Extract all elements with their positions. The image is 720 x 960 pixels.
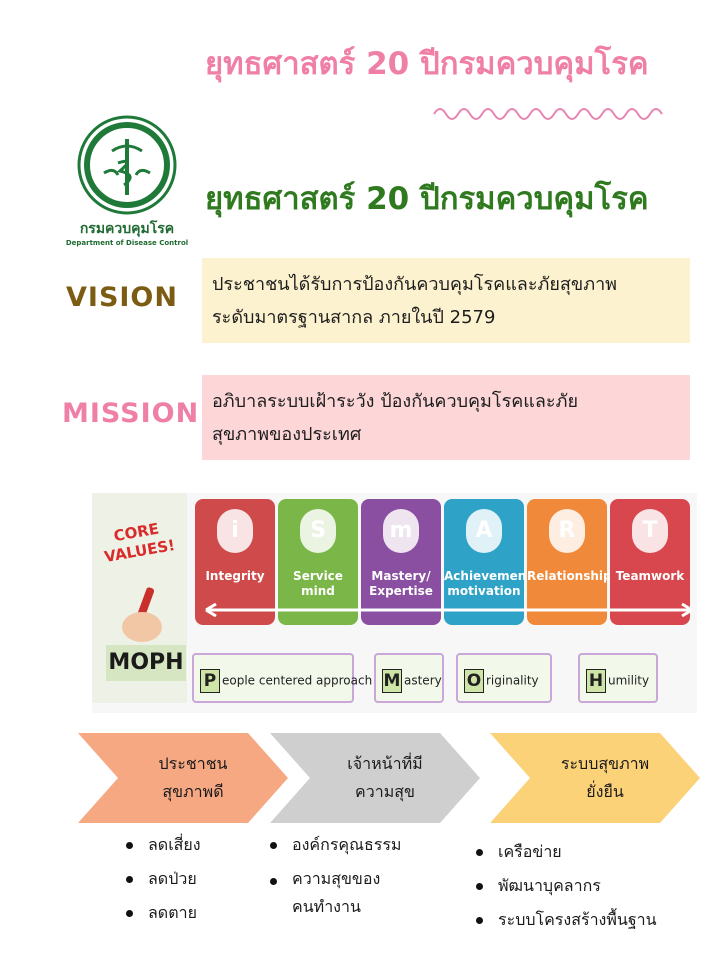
core-values-graphic: CORE VALUES! MOPH i Integrity S Service … <box>92 493 697 713</box>
page-title-main: ยุทธศาสตร์ 20 ปีกรมควบคุมโรค <box>205 181 649 217</box>
goal-label: เจ้าหน้าที่มี ความสุข <box>320 750 450 806</box>
goal-list: องค์กรคุณธรรม ความสุขของ คนทำงาน <box>268 828 438 921</box>
goal-chevron: ระบบสุขภาพ ยั่งยืน <box>490 733 702 823</box>
goal-line: ประชาชน <box>158 754 228 773</box>
goal-label: ประชาชน สุขภาพดี <box>128 750 258 806</box>
goal-list: เครือข่าย พัฒนาบุคลากร ระบบโครงสร้างพื้น… <box>474 835 704 937</box>
ddc-logo: กรมควบคุมโรค Department of Disease Contr… <box>62 115 192 255</box>
core-value-tile: i Integrity <box>195 499 275 625</box>
core-value-text: riginality <box>486 673 539 688</box>
core-value-label: Teamwork <box>615 569 685 583</box>
goal-line: สุขภาพดี <box>162 782 224 801</box>
goal-label: ระบบสุขภาพ ยั่งยืน <box>540 750 670 806</box>
core-value-tile: S Service mind <box>278 499 358 625</box>
core-value-label: Mastery/ Expertise <box>369 569 433 598</box>
list-item: พัฒนาบุคลากร <box>474 869 704 903</box>
goal-list: ลดเสี่ยง ลดป่วย ลดตาย <box>124 828 264 930</box>
core-value-label: Relationship <box>527 569 612 583</box>
goal-line: ระบบสุขภาพ <box>560 754 650 773</box>
list-item: ลดตาย <box>124 896 264 930</box>
goal-line: เจ้าหน้าที่มี <box>347 754 423 773</box>
core-value-letter: P <box>200 669 220 693</box>
core-value-tile: A Achievement motivation <box>444 499 532 625</box>
core-value-label: Service mind <box>293 569 343 598</box>
mission-label: MISSION <box>62 398 200 429</box>
vision-box: ประชาชนได้รับการป้องกันควบคุมโรคและภัยสุ… <box>202 258 690 343</box>
mission-line: สุขภาพของประเทศ <box>212 424 362 445</box>
logo-name-th: กรมควบคุมโรค <box>79 221 175 237</box>
core-value-glyph: S <box>300 509 336 553</box>
core-value-glyph: m <box>383 509 419 553</box>
logo-name-en: Department of Disease Control <box>65 239 189 247</box>
mission-line: อภิบาลระบบเฝ้าระวัง ป้องกันควบคุมโรคและภ… <box>212 391 578 412</box>
list-item: ลดป่วย <box>124 862 264 896</box>
core-value-tile: T Teamwork <box>610 499 690 625</box>
list-item: ความสุขของ คนทำงาน <box>268 862 402 921</box>
moph-label: MOPH <box>106 645 186 681</box>
list-item: เครือข่าย <box>474 835 704 869</box>
core-value-label: Integrity <box>205 569 265 583</box>
core-value-glyph: i <box>217 509 253 553</box>
core-value-letter: O <box>464 669 484 693</box>
list-item: ระบบโครงสร้างพื้นฐาน <box>474 903 704 937</box>
ministry-seal-icon <box>77 115 177 215</box>
core-value-glyph: T <box>632 509 668 553</box>
core-value-text: eople centered approach <box>222 673 373 688</box>
goal-chevron: เจ้าหน้าที่มี ความสุข <box>270 733 482 823</box>
goal-line: ความสุข <box>355 782 415 801</box>
core-value-tile: m Mastery/ Expertise <box>361 499 441 625</box>
core-value-label: Achievement motivation <box>444 569 533 598</box>
vision-label: VISION <box>66 282 178 313</box>
core-value-letter: H <box>586 669 606 693</box>
core-value-glyph: A <box>466 509 502 553</box>
mission-box: อภิบาลระบบเฝ้าระวัง ป้องกันควบคุมโรคและภ… <box>202 375 690 460</box>
list-item: ลดเสี่ยง <box>124 828 264 862</box>
core-value-text: astery <box>404 673 442 688</box>
vision-line: ประชาชนได้รับการป้องกันควบคุมโรคและภัยสุ… <box>212 274 618 295</box>
wave-divider <box>433 108 663 120</box>
page-title-top: ยุทธศาสตร์ 20 ปีกรมควบคุมโรค <box>205 46 649 82</box>
double-arrow-icon <box>205 603 693 617</box>
goal-line: ยั่งยืน <box>586 782 624 801</box>
list-item: องค์กรคุณธรรม <box>268 828 438 862</box>
core-value-text: umility <box>608 673 650 688</box>
vision-line: ระดับมาตรฐานสากล ภายในปี 2579 <box>212 307 496 328</box>
hand-marker-icon <box>122 587 162 642</box>
goal-chevron: ประชาชน สุขภาพดี <box>78 733 290 823</box>
core-value-letter: M <box>382 669 402 693</box>
core-value-glyph: R <box>549 509 585 553</box>
core-value-tile: R Relationship <box>527 499 612 625</box>
